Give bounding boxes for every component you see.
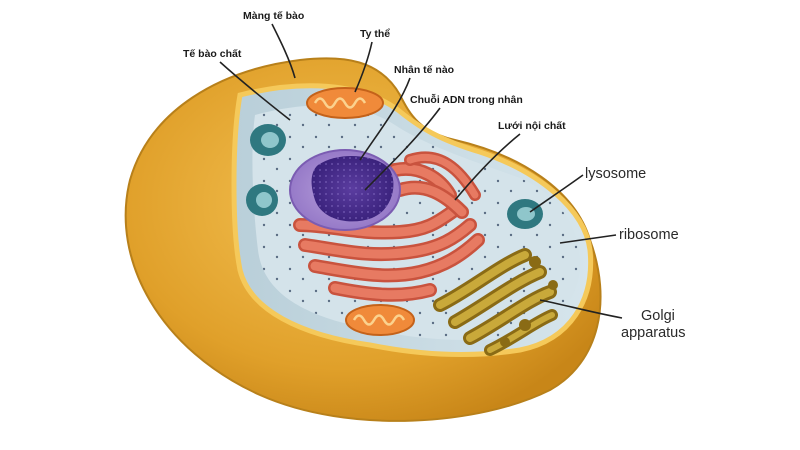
lysosome-left-bottom: [246, 184, 278, 216]
leader-er: [454, 133, 521, 201]
leader-nucleus: [359, 77, 411, 161]
label-lysosome: lysosome: [585, 166, 646, 182]
leader-cytoplasm: [219, 61, 291, 121]
nucleus: [289, 149, 401, 231]
leader-lysosome: [529, 174, 584, 213]
leader-mitochondria: [354, 41, 373, 93]
label-dna: Chuỗi ADN trong nhân: [410, 93, 523, 106]
leader-cell-membrane: [271, 23, 296, 79]
golgi-apparatus: [433, 248, 558, 356]
label-ribosome: ribosome: [619, 227, 679, 243]
leader-ribosome: [559, 234, 617, 244]
leader-golgi: [539, 299, 623, 319]
label-er: Lưới nội chất: [498, 120, 566, 132]
label-cell-membrane: Màng tế bào: [243, 10, 304, 22]
label-mitochondria: Ty thể: [360, 28, 390, 40]
lysosome-left-top: [250, 124, 286, 156]
mitochondria-bottom: [345, 304, 415, 336]
label-cytoplasm: Tế bào chất: [183, 48, 242, 60]
label-golgi-line2: apparatus: [621, 325, 686, 341]
mitochondria-top: [306, 87, 384, 119]
label-nucleus: Nhân tế nào: [394, 64, 454, 76]
leader-dna: [364, 107, 441, 191]
lysosome-right: [507, 199, 543, 229]
label-golgi-line1: Golgi: [641, 308, 675, 324]
